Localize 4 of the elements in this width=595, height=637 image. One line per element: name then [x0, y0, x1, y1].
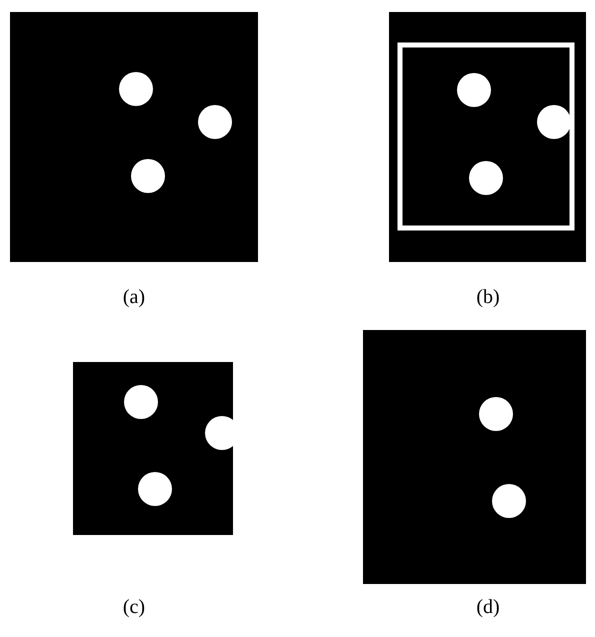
- panel-label: (a): [122, 287, 146, 307]
- panel-label: (d): [476, 597, 500, 617]
- panel-label: (c): [122, 597, 146, 617]
- panel-label: (b): [476, 287, 500, 307]
